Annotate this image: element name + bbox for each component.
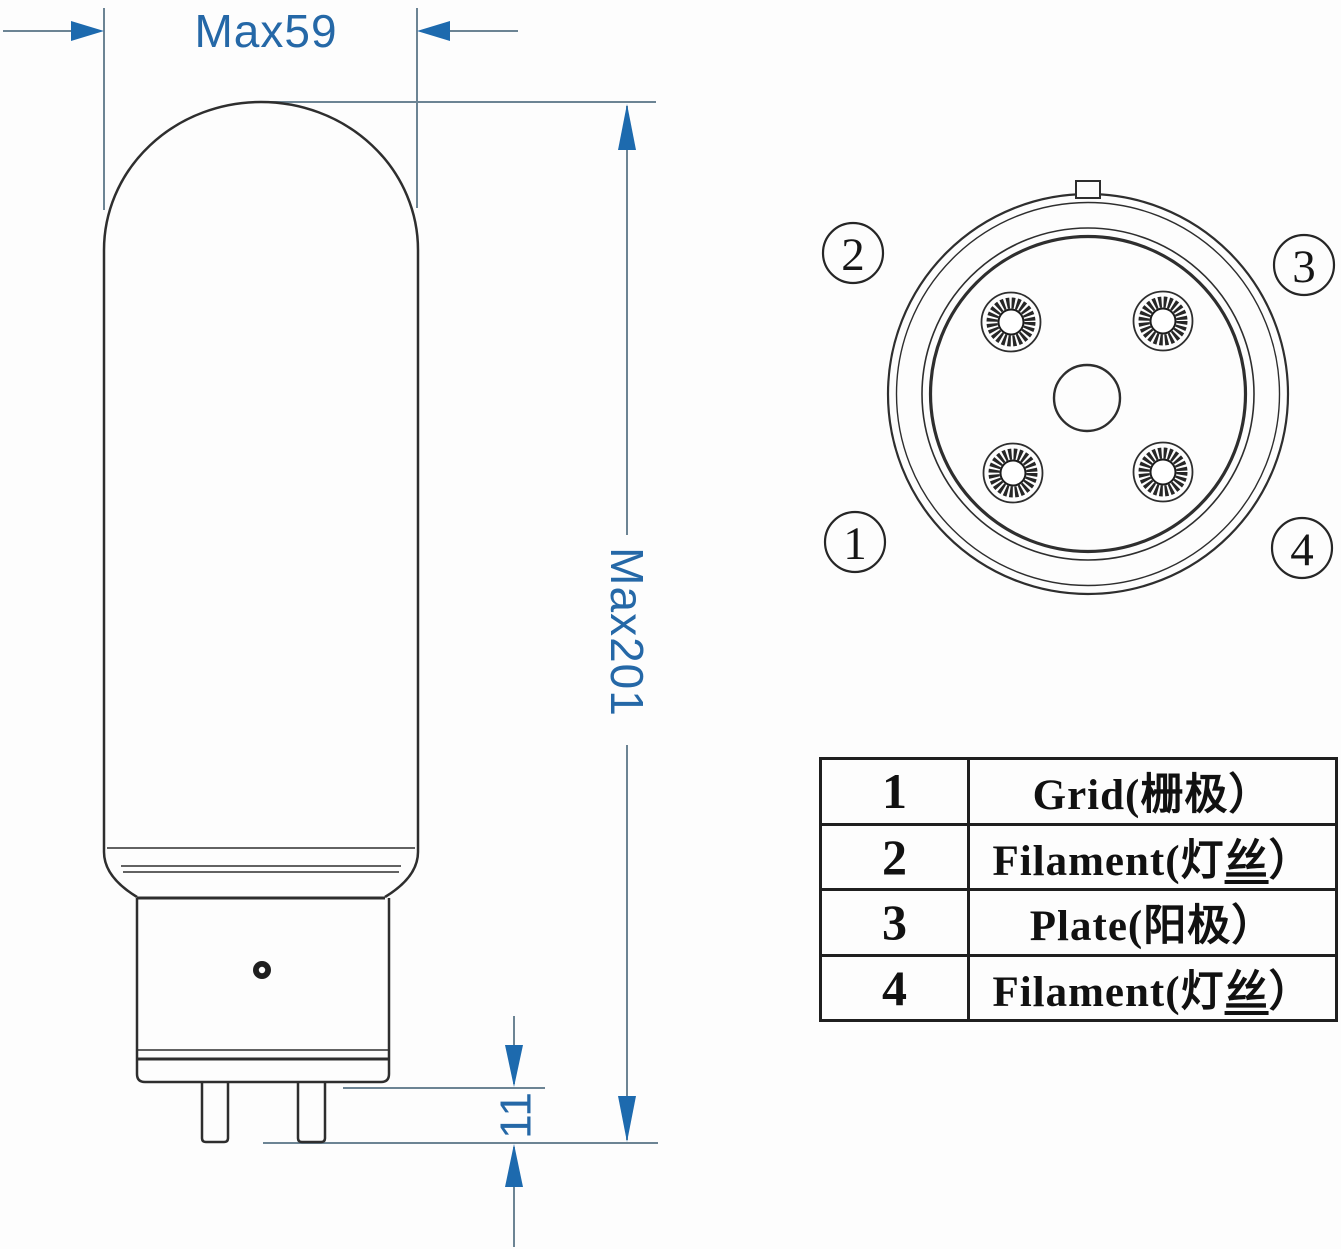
socket-outer-ring <box>1132 290 1194 352</box>
width-dim-left-arrow-icon <box>71 21 104 41</box>
pin-number-badge: 2 <box>821 221 885 285</box>
pin-socket <box>1132 441 1194 503</box>
height-dim-top-arrow-icon <box>618 104 636 150</box>
socket-hole <box>997 308 1025 336</box>
table-row: 2 Filament(灯丝） <box>822 825 1335 891</box>
badge-circle <box>823 510 887 574</box>
badge-number: 1 <box>843 518 867 570</box>
pin-number-cell: 4 <box>822 956 970 1019</box>
pin-number-badge: 3 <box>1272 233 1336 297</box>
socket-hole <box>999 459 1027 487</box>
badge-circle <box>821 221 885 285</box>
base-outline <box>135 898 391 1084</box>
badge-number: 2 <box>841 229 865 281</box>
pin-function-cell: Grid(栅极） <box>970 760 1335 823</box>
socket-outer-ring <box>980 291 1042 353</box>
pin-number-badge: 4 <box>1270 516 1334 580</box>
pin-number-cell: 1 <box>822 760 970 823</box>
pin-number-badge: 1 <box>823 510 887 574</box>
table-row: 1 Grid(栅极） <box>822 760 1335 826</box>
pin-socket <box>980 291 1042 353</box>
socket-outer-ring <box>1132 441 1194 503</box>
height-dimension-label: Max201 <box>601 547 653 717</box>
pin-number-cell: 3 <box>822 891 970 954</box>
base-bottom-view: 2 3 1 4 <box>821 180 1336 596</box>
pin-number-cell: 2 <box>822 825 970 888</box>
dimension-lines <box>3 8 658 1247</box>
pin-socket <box>982 442 1044 504</box>
base-outer-circle-inner-line <box>895 201 1281 587</box>
glass-bulb-outline <box>102 100 420 899</box>
socket-knurl-ring <box>986 297 1036 347</box>
tube-pin-left <box>200 1082 230 1144</box>
badge-circle <box>1272 233 1336 297</box>
pin-function-text-suffix: ） <box>1268 837 1313 885</box>
socket-knurl-ring <box>1138 447 1188 497</box>
pin-function-text: Plate(阳极） <box>1029 903 1276 951</box>
socket-hole <box>1149 307 1177 335</box>
pin-length-dimension-label: 11 <box>492 1091 541 1139</box>
socket-knurl-ring <box>1138 296 1188 346</box>
pin-function-cell: Filament(灯丝） <box>970 957 1335 1020</box>
base-outer-circle <box>886 192 1290 596</box>
pin-function-underlined-text: 丝 <box>1224 837 1269 885</box>
base-face-circle-outer-line <box>921 227 1255 561</box>
badge-number: 4 <box>1290 524 1314 576</box>
tube-pin-right <box>296 1082 327 1144</box>
key-tab <box>1075 180 1101 199</box>
pin-function-text: Filament(灯 <box>992 968 1225 1016</box>
width-dim-right-arrow-icon <box>417 21 450 41</box>
pin-socket <box>1132 290 1194 352</box>
pin-function-underlined-text: 丝 <box>1224 968 1269 1016</box>
badge-circle <box>1270 516 1334 580</box>
base-vent-dot-center <box>258 966 266 974</box>
center-guide-hole <box>1052 363 1122 433</box>
pin-function-text: Filament(灯 <box>992 837 1225 885</box>
pin-dim-up-arrow-icon <box>505 1144 523 1187</box>
dimension-arrows <box>71 21 636 1187</box>
pin-dim-down-arrow-icon <box>505 1045 523 1087</box>
pin-function-cell: Filament(灯丝） <box>970 826 1335 889</box>
width-dimension-label: Max59 <box>194 5 337 57</box>
table-row: 4 Filament(灯丝） <box>822 956 1335 1020</box>
badge-number: 3 <box>1292 241 1316 293</box>
pinout-table: 1 Grid(栅极） 2 Filament(灯丝） 3 Plate(阳极） 4 … <box>819 757 1338 1022</box>
socket-hole <box>1149 458 1177 486</box>
base-face-circle <box>928 234 1248 554</box>
tube-side-view <box>102 100 420 1144</box>
table-row: 3 Plate(阳极） <box>822 891 1335 957</box>
socket-knurl-ring <box>988 448 1038 498</box>
pin-function-text: Grid(栅极） <box>1032 772 1273 820</box>
pin-function-text-suffix: ） <box>1268 968 1313 1016</box>
pin-function-cell: Plate(阳极） <box>970 891 1335 954</box>
socket-outer-ring <box>982 442 1044 504</box>
height-dim-bottom-arrow-icon <box>618 1096 636 1142</box>
